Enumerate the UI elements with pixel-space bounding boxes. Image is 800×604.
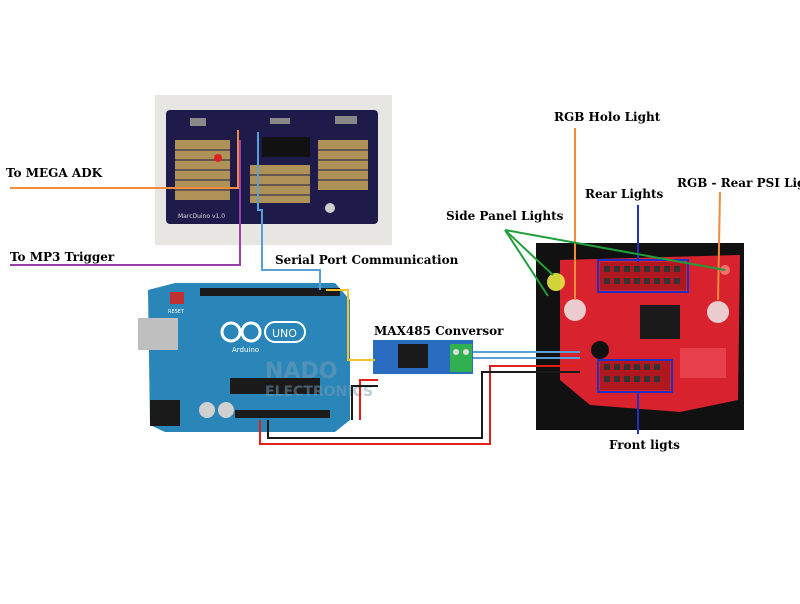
marcduino-version-text: MarcDuino v1.0: [178, 213, 225, 220]
front-lights-box: [597, 359, 673, 393]
label-mega-adk: To MEGA ADK: [6, 166, 103, 180]
serial-yellow-wire: [326, 289, 375, 361]
label-rgb-holo: RGB Holo Light: [554, 110, 661, 124]
arduino-text: Arduino: [232, 346, 259, 354]
label-side-panel: Side Panel Lights: [446, 209, 564, 223]
label-rgb-rear-psi: RGB - Rear PSI Light: [677, 176, 800, 190]
reset-text: RESET: [168, 309, 185, 315]
psi-pointer: [717, 191, 721, 301]
label-rear-lights: Rear Lights: [585, 187, 664, 201]
label-front-lights: Front ligts: [609, 438, 680, 452]
label-serial-port: Serial Port Communication: [275, 253, 459, 267]
label-max485: MAX485 Conversor: [374, 324, 504, 338]
ground-black-wire: [267, 371, 580, 439]
marcduino-board: MarcDuino v1.0: [155, 95, 392, 245]
max485-module: [373, 340, 473, 374]
power-red-wire: [259, 365, 580, 445]
side-pointer-1: [504, 229, 549, 297]
mp3-trigger-wire: [10, 140, 241, 266]
module-black-wire: [351, 385, 378, 420]
serial-blue-wire: [257, 132, 321, 290]
rear-lights-box: [597, 259, 689, 293]
mega-adk-wire: [10, 130, 239, 189]
side-pointer-2: [504, 229, 554, 276]
side-pointer-3: [504, 229, 726, 271]
module-red-wire: [359, 379, 378, 420]
watermark-bottom: ELECTRONICS: [265, 384, 373, 400]
arduino-uno-board: UNO Arduino RESET NADO ELECTRONICS: [138, 283, 373, 432]
watermark-top: NADO: [265, 359, 337, 384]
uno-text: UNO: [272, 327, 297, 340]
light-controller-board: [536, 243, 744, 430]
label-mp3-trigger: To MP3 Trigger: [10, 250, 115, 264]
